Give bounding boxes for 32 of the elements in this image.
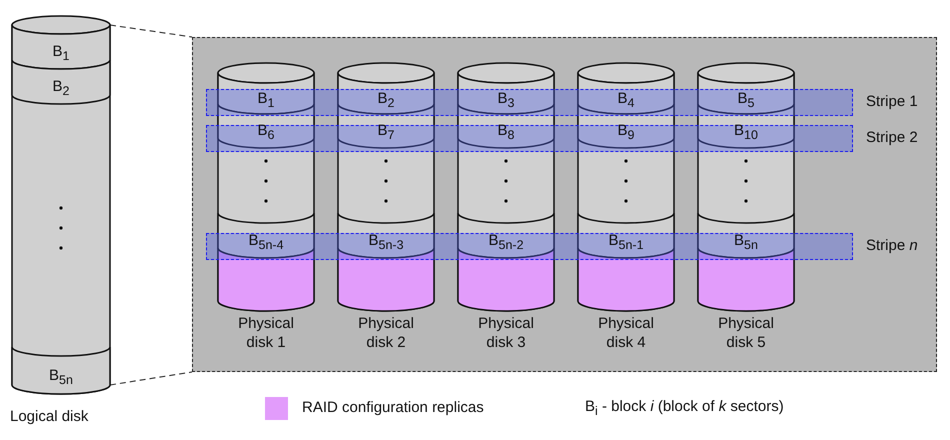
block-label: B$_{1}$ bbox=[52, 43, 70, 63]
note-text: B$_{i}$ - block i (block of k sectors) bbox=[585, 398, 784, 418]
disk-caption: Physical disk 1 bbox=[237, 314, 295, 352]
block-label: B$_{1}$ bbox=[258, 90, 274, 110]
disk-caption: Logical disk bbox=[10, 407, 88, 426]
block-label: B$_{3}$ bbox=[498, 90, 514, 110]
block-label: B$_{4}$ bbox=[618, 90, 634, 110]
block-label: B$_{9}$ bbox=[618, 122, 634, 142]
block-label: B$_{5n}$ bbox=[49, 366, 73, 386]
block-label: B$_{10}$ bbox=[734, 122, 758, 142]
legend-label: RAID configuration replicas bbox=[302, 399, 484, 416]
block-label: B$_{5}$ bbox=[738, 90, 754, 110]
array-panel bbox=[192, 37, 937, 372]
block-label: B$_{5n-1}$ bbox=[608, 232, 644, 252]
zoom-line bbox=[110, 372, 192, 386]
stripe-label: Stripe 2 bbox=[866, 129, 918, 146]
block-label: B$_{2}$ bbox=[378, 90, 394, 110]
stripe-label: Stripe n bbox=[866, 237, 918, 254]
block-label: B$_{5n-2}$ bbox=[488, 232, 524, 252]
stripe-label: Stripe 1 bbox=[866, 93, 918, 110]
disk-caption: Physical disk 2 bbox=[357, 314, 415, 352]
block-label: B$_{7}$ bbox=[378, 122, 394, 142]
block-label: B$_{5n-4}$ bbox=[248, 232, 284, 252]
disk-caption: Physical disk 3 bbox=[477, 314, 535, 352]
disk-caption: Physical disk 5 bbox=[717, 314, 775, 352]
disk-caption: Physical disk 4 bbox=[597, 314, 655, 352]
block-label: B$_{6}$ bbox=[258, 122, 274, 142]
block-label: B$_{2}$ bbox=[52, 78, 70, 98]
block-label: B$_{8}$ bbox=[498, 122, 514, 142]
zoom-line bbox=[110, 24, 192, 38]
block-label: B$_{5n}$ bbox=[734, 232, 758, 252]
block-label: B$_{5n-3}$ bbox=[368, 232, 404, 252]
